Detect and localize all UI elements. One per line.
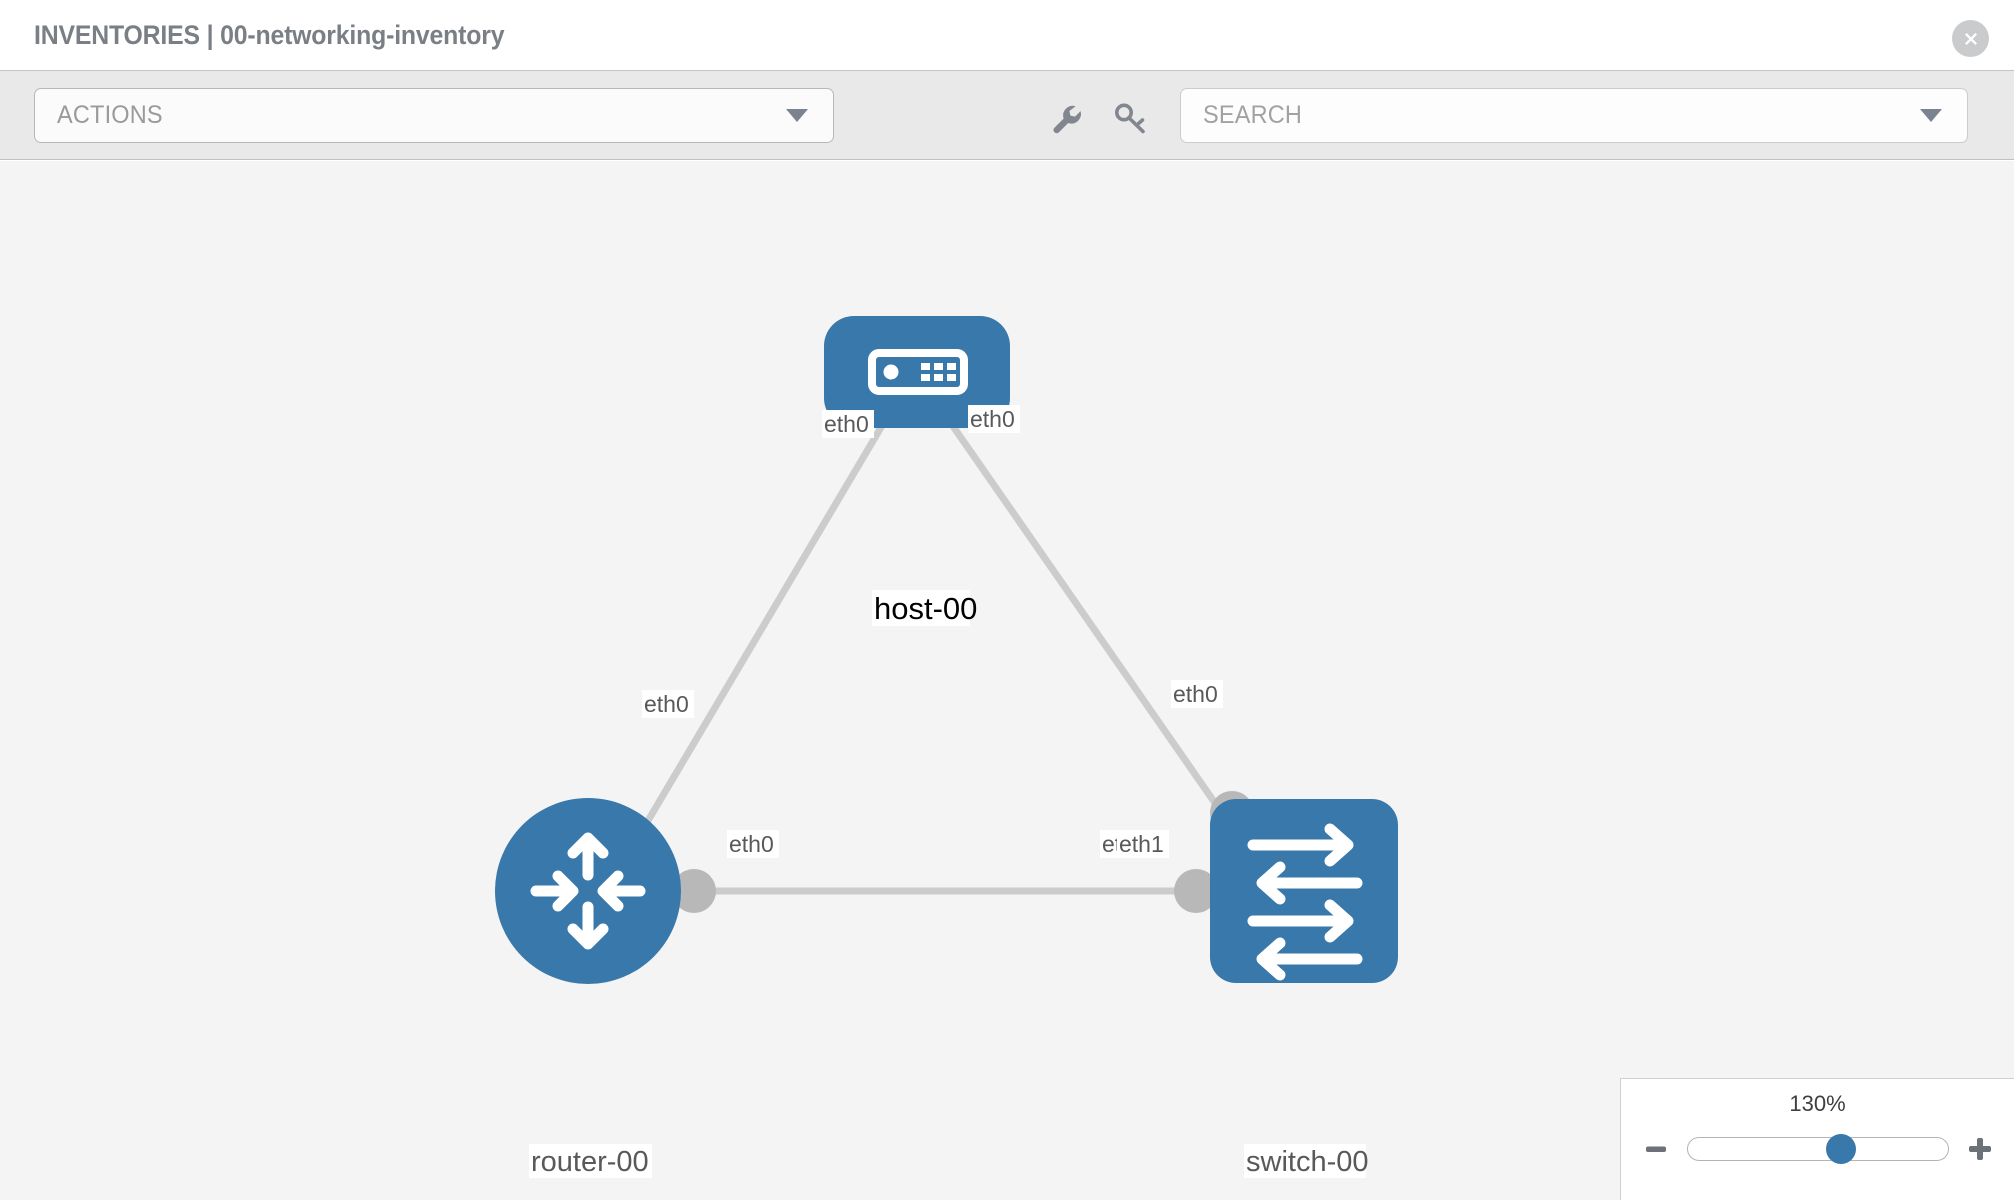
- topology-graph: eth0 eth0 eth0 eth0 eth0 eth: [495, 316, 1398, 1178]
- router-icon: [530, 832, 646, 950]
- switch-icon: [1247, 823, 1363, 981]
- chevron-down-icon: [1920, 109, 1942, 122]
- chevron-down-icon: [786, 109, 808, 122]
- edge-label-host-left: eth0: [822, 410, 874, 438]
- minus-icon[interactable]: [1639, 1132, 1673, 1166]
- server-icon: [868, 349, 968, 395]
- node-label-switch: switch-00: [1244, 1144, 1369, 1178]
- zoom-slider[interactable]: [1686, 1134, 1949, 1164]
- svg-text:switch-00: switch-00: [1246, 1146, 1369, 1178]
- node-label-router: router-00: [529, 1144, 652, 1178]
- edge-label-router-right: eth0: [727, 830, 779, 858]
- wrench-icon[interactable]: [1046, 99, 1086, 139]
- svg-text:host-00: host-00: [874, 591, 977, 626]
- plus-icon[interactable]: [1963, 1132, 1997, 1166]
- node-router-00[interactable]: [495, 798, 681, 984]
- zoom-control-panel: 130%: [1620, 1078, 2014, 1200]
- key-icon[interactable]: [1110, 99, 1150, 139]
- svg-text:eth1: eth1: [1119, 831, 1164, 857]
- search-input-value: SEARCH: [1203, 101, 1303, 129]
- topology-canvas[interactable]: eth0 eth0 eth0 eth0 eth0 eth: [0, 161, 2014, 1200]
- actions-dropdown-label: ACTIONS: [57, 101, 163, 129]
- edge-host-router[interactable]: [626, 417, 890, 853]
- actions-dropdown[interactable]: ACTIONS: [34, 88, 834, 143]
- edge-label-router-up: eth0: [642, 690, 694, 718]
- edge-label-host-right: eth0: [968, 405, 1020, 433]
- node-host-00[interactable]: [824, 316, 1010, 428]
- zoom-slider-thumb[interactable]: [1825, 1134, 1856, 1164]
- edge-label-switch-up: eth0: [1171, 680, 1223, 708]
- edge-host-switch[interactable]: [945, 417, 1243, 841]
- page-title: INVENTORIES | 00-networking-inventory: [34, 19, 505, 50]
- svg-text:eth0: eth0: [970, 406, 1015, 432]
- edge-label-switch-left-b: eth1: [1117, 830, 1169, 858]
- svg-text:router-00: router-00: [531, 1146, 649, 1178]
- svg-text:eth0: eth0: [644, 691, 689, 717]
- close-icon[interactable]: [1952, 20, 1989, 57]
- svg-text:eth0: eth0: [824, 411, 869, 437]
- svg-text:eth0: eth0: [729, 831, 774, 857]
- window-header: INVENTORIES | 00-networking-inventory: [0, 0, 2014, 70]
- node-switch-00[interactable]: [1210, 799, 1398, 983]
- svg-text:eth0: eth0: [1173, 681, 1218, 707]
- zoom-level-value: 130%: [1789, 1091, 1846, 1116]
- node-label-host: host-00: [872, 590, 977, 626]
- toolbar: ACTIONS SEARCH: [0, 70, 2014, 160]
- search-input[interactable]: SEARCH: [1180, 88, 1968, 143]
